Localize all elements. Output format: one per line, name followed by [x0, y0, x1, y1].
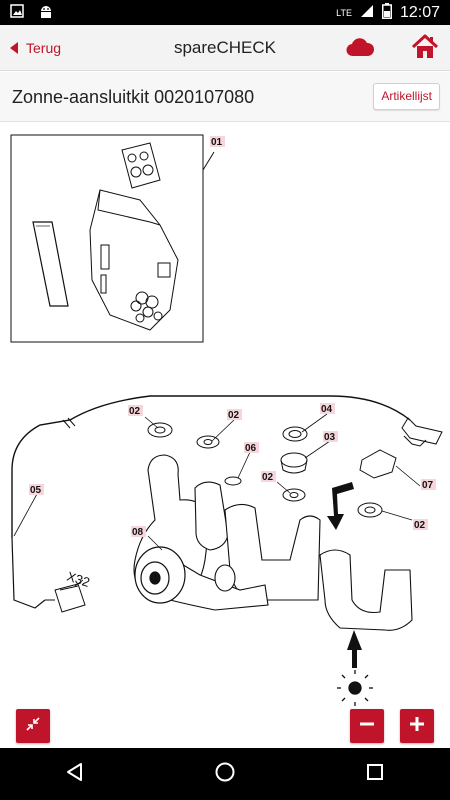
callout-02-c[interactable]: 02 — [262, 472, 274, 483]
flow-arrow-up — [347, 630, 362, 668]
exploded-view-diagram[interactable]: 01 02 02 04 03 06 02 05 07 08 02 X32 — [0, 123, 450, 743]
callout-02-a[interactable]: 02 — [129, 406, 141, 417]
clock: 12:07 — [399, 3, 440, 21]
callout-02-b[interactable]: 02 — [228, 410, 240, 421]
image-icon — [10, 3, 24, 22]
artikellijst-button[interactable]: Artikellijst — [373, 83, 440, 110]
callout-06[interactable]: 06 — [245, 443, 257, 454]
callout-02-d[interactable]: 02 — [414, 520, 426, 531]
signal-icon — [360, 4, 374, 22]
valve-body — [134, 546, 186, 604]
home-icon[interactable] — [411, 34, 439, 65]
kit-inset — [10, 134, 215, 343]
connector-label: X32 — [65, 569, 92, 590]
sensor-plug — [401, 417, 443, 447]
callout-04[interactable]: 04 — [321, 404, 333, 415]
callout-08[interactable]: 08 — [132, 527, 144, 538]
collapse-button[interactable] — [16, 709, 50, 743]
status-bar: LTE 12:07 — [0, 0, 450, 25]
zoom-in-button[interactable] — [400, 709, 434, 743]
callout-05[interactable]: 05 — [30, 485, 42, 496]
app-title: spareCHECK — [173, 38, 277, 57]
cable — [11, 395, 411, 538]
sub-header: Zonne-aansluitkit 0020107080 Artikellijs… — [0, 72, 450, 122]
app-bar: spareCHECK Terug — [0, 25, 450, 71]
callout-01[interactable]: 01 — [211, 137, 223, 148]
connector-x32 — [45, 583, 86, 613]
cloud-icon[interactable] — [346, 37, 375, 62]
kit-title: Zonne-aansluitkit 0020107080 — [12, 87, 255, 107]
flow-arrow-down — [327, 482, 354, 530]
zoom-out-button[interactable] — [350, 709, 384, 743]
sun-icon — [337, 670, 373, 706]
callout-07[interactable]: 07 — [422, 480, 434, 491]
back-button[interactable]: Terug — [10, 25, 61, 71]
back-nav-icon[interactable] — [65, 762, 85, 787]
back-label: Terug — [26, 40, 62, 56]
callout-03[interactable]: 03 — [324, 432, 336, 443]
recents-nav-icon[interactable] — [365, 762, 385, 787]
back-arrow-icon — [10, 42, 18, 54]
collapse-icon — [25, 716, 41, 737]
zoom-in-icon — [409, 716, 425, 737]
home-nav-icon[interactable] — [214, 761, 236, 788]
network-type: LTE — [336, 7, 352, 18]
android-icon — [38, 4, 54, 22]
zoom-out-icon — [359, 716, 375, 737]
battery-icon — [381, 2, 392, 23]
navigation-bar — [0, 748, 450, 800]
